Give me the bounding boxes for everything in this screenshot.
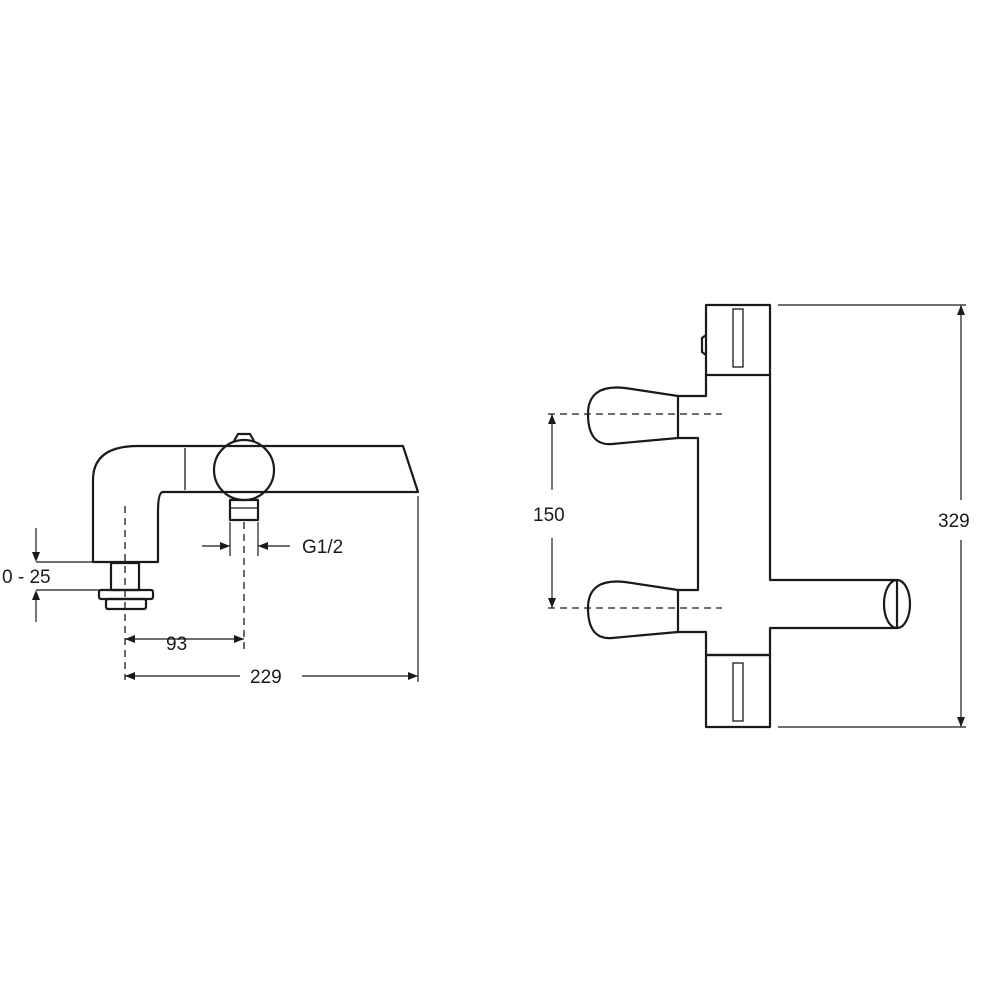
dimension-total-height-label: 329 bbox=[938, 511, 970, 532]
dimension-thread: G1/2 bbox=[202, 522, 343, 558]
lower-handle bbox=[586, 580, 680, 640]
side-view: 0 - 25 G1/2 93 229 bbox=[2, 432, 420, 688]
dimension-total-length: 229 bbox=[125, 496, 419, 688]
dimension-height-range-label: 0 - 25 bbox=[2, 567, 51, 588]
top-cap-button bbox=[700, 333, 708, 357]
upper-handle bbox=[586, 386, 680, 446]
front-view: 150 329 bbox=[533, 303, 970, 729]
knob-top-nub bbox=[232, 432, 256, 443]
dimension-total-length-label: 229 bbox=[250, 667, 282, 688]
bottom-cap-slot bbox=[732, 662, 744, 722]
dimension-total-height: 329 bbox=[778, 304, 970, 728]
dimension-handle-spacing-label: 150 bbox=[533, 505, 565, 526]
top-cap-slot bbox=[732, 308, 744, 368]
outlet-pipe-end bbox=[882, 578, 912, 630]
valve-body bbox=[676, 373, 899, 657]
inlet-connector bbox=[228, 498, 260, 522]
top-cap bbox=[704, 303, 772, 377]
spout-body bbox=[91, 444, 420, 564]
outlet-nut-base bbox=[104, 597, 148, 611]
dimension-inlet-offset: 93 bbox=[125, 634, 244, 655]
outlet-nut bbox=[97, 588, 155, 601]
bottom-cap bbox=[704, 653, 772, 729]
dimension-thread-label: G1/2 bbox=[302, 537, 343, 558]
dimension-inlet-offset-label: 93 bbox=[166, 634, 187, 655]
dimension-height-range: 0 - 25 bbox=[2, 528, 110, 622]
dimension-handle-spacing: 150 bbox=[533, 414, 565, 608]
